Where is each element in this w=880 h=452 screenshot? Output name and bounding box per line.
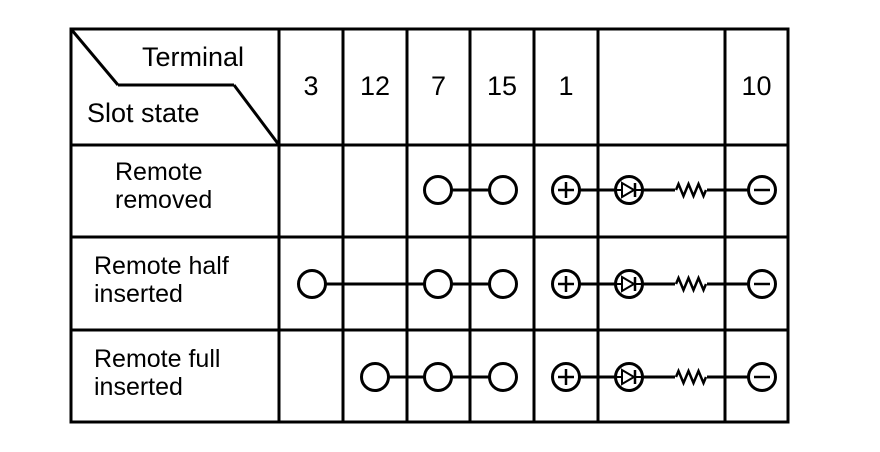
slot-state-label: Slot state <box>87 98 200 128</box>
contact-circle <box>488 362 518 392</box>
contact-circle <box>423 362 453 392</box>
column-headers: 3 12 7 15 1 10 <box>303 71 771 101</box>
row-label-line: Remote full <box>94 345 221 373</box>
contact-circle <box>423 269 453 299</box>
led-diode-icon <box>614 269 644 299</box>
contact-circle <box>360 362 390 392</box>
header-text: Terminal Slot state <box>87 42 244 128</box>
contact-circle <box>297 269 327 299</box>
plus-terminal-icon <box>551 175 581 205</box>
row-label-line: Remote <box>115 158 203 186</box>
resistor-zigzag-icon <box>674 180 708 200</box>
minus-terminal-icon <box>747 362 777 392</box>
row-label-line: Remote half <box>94 252 229 280</box>
column-header-15: 15 <box>487 71 517 101</box>
led-diode-icon <box>614 175 644 205</box>
header-diagonal-1 <box>69 28 120 86</box>
terminal-label: Terminal <box>142 42 244 72</box>
symbols <box>297 175 777 392</box>
column-header-1: 1 <box>558 71 573 101</box>
table-border <box>69 27 790 424</box>
contact-circle <box>488 175 518 205</box>
contact-circle <box>423 175 453 205</box>
minus-terminal-icon <box>747 175 777 205</box>
minus-terminal-icon <box>747 269 777 299</box>
column-header-7: 7 <box>431 71 446 101</box>
header-diagonal-3 <box>232 84 281 146</box>
column-header-3: 3 <box>303 71 318 101</box>
plus-terminal-icon <box>551 362 581 392</box>
row-label-line: inserted <box>94 280 183 308</box>
row-label-line: removed <box>115 186 213 214</box>
wires <box>312 187 762 380</box>
plus-terminal-icon <box>551 269 581 299</box>
row-label-line: inserted <box>94 373 183 401</box>
resistor-zigzag-icon <box>674 367 708 387</box>
table-grid <box>69 27 790 424</box>
column-header-12: 12 <box>360 71 390 101</box>
contact-circle <box>488 269 518 299</box>
led-diode-icon <box>614 362 644 392</box>
resistor-zigzag-icon <box>674 274 708 294</box>
column-header-10: 10 <box>741 71 771 101</box>
